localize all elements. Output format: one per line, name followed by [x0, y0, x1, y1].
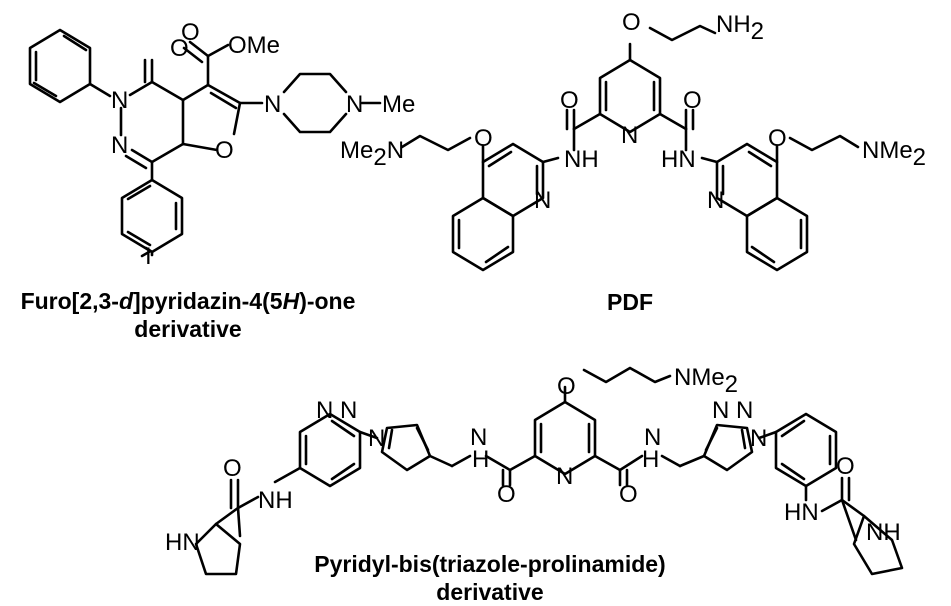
- caption-pyridyl-line1: Pyridyl-bis(triazole-prolinamide): [314, 551, 666, 577]
- atom-n-6: N: [111, 132, 128, 159]
- atom-n-piperazine-4: N: [346, 91, 363, 118]
- atom-n-triazole-right-3: N: [750, 425, 767, 452]
- caption-furopyridazinone-line2: derivative: [134, 316, 242, 342]
- atom-n-triazole-left-3: N: [368, 425, 385, 452]
- atom-me2n: Me2N: [340, 137, 404, 171]
- atom-nh-left: NH: [564, 146, 599, 173]
- atom-nme2-bottom: NMe2: [674, 364, 738, 398]
- atom-o-ether-left: O: [474, 125, 493, 152]
- atom-h-amide-left: H: [472, 446, 489, 473]
- atom-o-ether-top: O: [622, 9, 641, 36]
- iodophenyl-ring: [120, 178, 184, 254]
- pdf-left-quinoline-benzene: [451, 196, 515, 272]
- atom-o-amide-left: O: [560, 87, 579, 114]
- furopyridazinone-structure: O O OMe N N O N N Me I: [28, 19, 415, 270]
- atom-nh-pyrrolidine-right: NH: [866, 519, 901, 546]
- atom-n-amide-right: N: [644, 424, 661, 451]
- atom-o-amide-right-bottom: O: [619, 481, 638, 508]
- atom-hn-right: HN: [661, 146, 696, 173]
- atom-o-prolinamide-right: O: [836, 453, 855, 480]
- atom-me: Me: [382, 91, 415, 118]
- pyridyl-bis-triazole-structure: O NMe2 N O O N H N H N N N N N N NH O HN…: [165, 364, 904, 576]
- pdf-right-quinoline-benzene: [745, 196, 809, 272]
- phenyl-right: [774, 412, 838, 488]
- pdf-pyridine-ring: [598, 58, 662, 134]
- atom-n-5: N: [111, 87, 128, 114]
- atom-o-ether-right: O: [768, 125, 787, 152]
- atom-o-prolinamide-left: O: [223, 455, 242, 482]
- atom-h-amide-right: H: [642, 446, 659, 473]
- atom-n-amide-left: N: [470, 424, 487, 451]
- atom-nme2: NMe2: [862, 137, 926, 171]
- atom-n-pyridine: N: [621, 122, 638, 149]
- atom-hn-pyrrolidine-left: HN: [165, 529, 200, 556]
- atom-o-carbonyl: O: [170, 35, 189, 62]
- atom-n-triazole-left-1: N: [316, 397, 333, 424]
- bottom-pyridine-ring: [533, 400, 597, 476]
- atom-n-triazole-right-1: N: [712, 397, 729, 424]
- atom-o-ether-bottom: O: [557, 373, 576, 400]
- atom-o-furan: O: [215, 137, 234, 164]
- atom-n-piperazine-1: N: [264, 91, 281, 118]
- caption-pyridyl: Pyridyl-bis(triazole-prolinamide) deriva…: [290, 550, 690, 606]
- pdf-structure: O NH2 N O O NH HN N N O O Me2N NMe2: [340, 9, 926, 272]
- atom-nh2: NH2: [716, 11, 764, 45]
- caption-pyridyl-line2: derivative: [436, 579, 544, 605]
- phenyl-left: [298, 412, 362, 488]
- atom-o-ester: O: [181, 19, 200, 46]
- pyrrolidine-left: [194, 522, 242, 576]
- atom-o-amide-left-bottom: O: [497, 481, 516, 508]
- atom-n-quinoline-left: N: [534, 187, 551, 214]
- atom-n-triazole-left-2: N: [340, 397, 357, 424]
- caption-furopyridazinone-line1: Furo[2,3-d]pyridazin-4(5H)-one: [20, 288, 356, 314]
- phenyl-ring: [28, 28, 92, 104]
- caption-pdf: PDF: [607, 289, 653, 315]
- atom-iodine: I: [145, 243, 152, 270]
- atom-hn-right-bottom: HN: [784, 499, 819, 526]
- atom-n-pyridine-bottom: N: [556, 463, 573, 490]
- atom-n-triazole-right-2: N: [736, 397, 753, 424]
- atom-o-amide-right: O: [683, 87, 702, 114]
- atom-ome: OMe: [228, 32, 280, 59]
- pdf-right-quinoline-pyridine: [715, 142, 779, 218]
- atom-n-quinoline-right: N: [707, 187, 724, 214]
- atom-nh-left-bottom: NH: [258, 487, 293, 514]
- caption-furopyridazinone: Furo[2,3-d]pyridazin-4(5H)-one derivativ…: [8, 287, 368, 343]
